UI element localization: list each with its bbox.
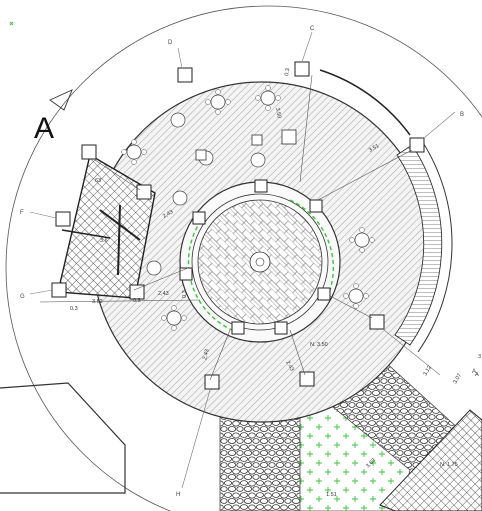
plant-marker-icon: [9, 21, 14, 26]
outer-boundary-arc: [5, 5, 482, 511]
dim-243-a: 2,43: [158, 291, 169, 297]
dim-03-d: 0.3: [284, 68, 291, 77]
dimension-labels: 3.51 3.52 0.3 0.3 0,3 0.3 2,43 2,43 2,43…: [70, 68, 481, 498]
benches: [195, 129, 297, 161]
grid-label-a: A: [472, 369, 476, 375]
dim-63: 63: [95, 178, 101, 184]
planting-arc: [187, 214, 233, 331]
dim-352: 3.52: [92, 299, 103, 305]
pavilion-beam: [117, 204, 121, 276]
green-planting-area: [299, 379, 411, 511]
fountain: [249, 251, 271, 273]
stair-ring-outer: [417, 137, 453, 353]
dim-03-c: 0,3: [182, 290, 188, 298]
grid-label-d: D: [168, 40, 173, 46]
grid-leader-lines: [29, 31, 456, 489]
building-outline: [0, 382, 126, 494]
pavilion-beam: [61, 229, 111, 239]
section-label: A: [34, 112, 54, 145]
dim-243-c: 2,43: [202, 349, 211, 361]
grid-label-g: G: [20, 294, 25, 300]
grid-markers: A B C D F G H: [20, 26, 476, 498]
paving-strip-bottom-right: [379, 409, 482, 511]
grid-label-f: F: [20, 210, 24, 216]
dim-3: 3: [478, 354, 481, 360]
dim-03-b: 0.3: [133, 298, 141, 304]
dim-351: 3.51: [368, 143, 380, 154]
dim-243-d: 2.43: [284, 360, 295, 372]
north-marker-icon: [49, 89, 73, 111]
dim-n175: N. 1.75: [440, 462, 458, 468]
dim-350: 3.50: [274, 107, 282, 119]
fountain-core: [255, 257, 265, 267]
dim-03-a: 0.3: [70, 306, 78, 312]
inner-ring-seat: [191, 193, 329, 331]
dim-151: 1.51: [326, 492, 337, 498]
dimension-lines: [39, 74, 413, 381]
railing-arc-top: [319, 69, 411, 136]
dim-n350: N. 3.50: [310, 342, 328, 348]
grid-label-h: H: [176, 492, 180, 498]
dim-a: A: [475, 372, 479, 378]
grid-label-b: B: [460, 112, 464, 118]
dim-243-b: 2,43: [162, 209, 174, 220]
table-chairs: [121, 85, 375, 331]
dim-312: 3.12: [423, 365, 434, 377]
grid-label-c: C: [310, 26, 315, 32]
dim-307: 3.07: [453, 373, 464, 385]
planting-arc: [289, 199, 335, 291]
inner-columns: [179, 179, 331, 335]
stair-ring: [394, 144, 443, 346]
dim-363: 3.63: [365, 458, 377, 470]
dim-36: 3.6: [100, 238, 108, 244]
